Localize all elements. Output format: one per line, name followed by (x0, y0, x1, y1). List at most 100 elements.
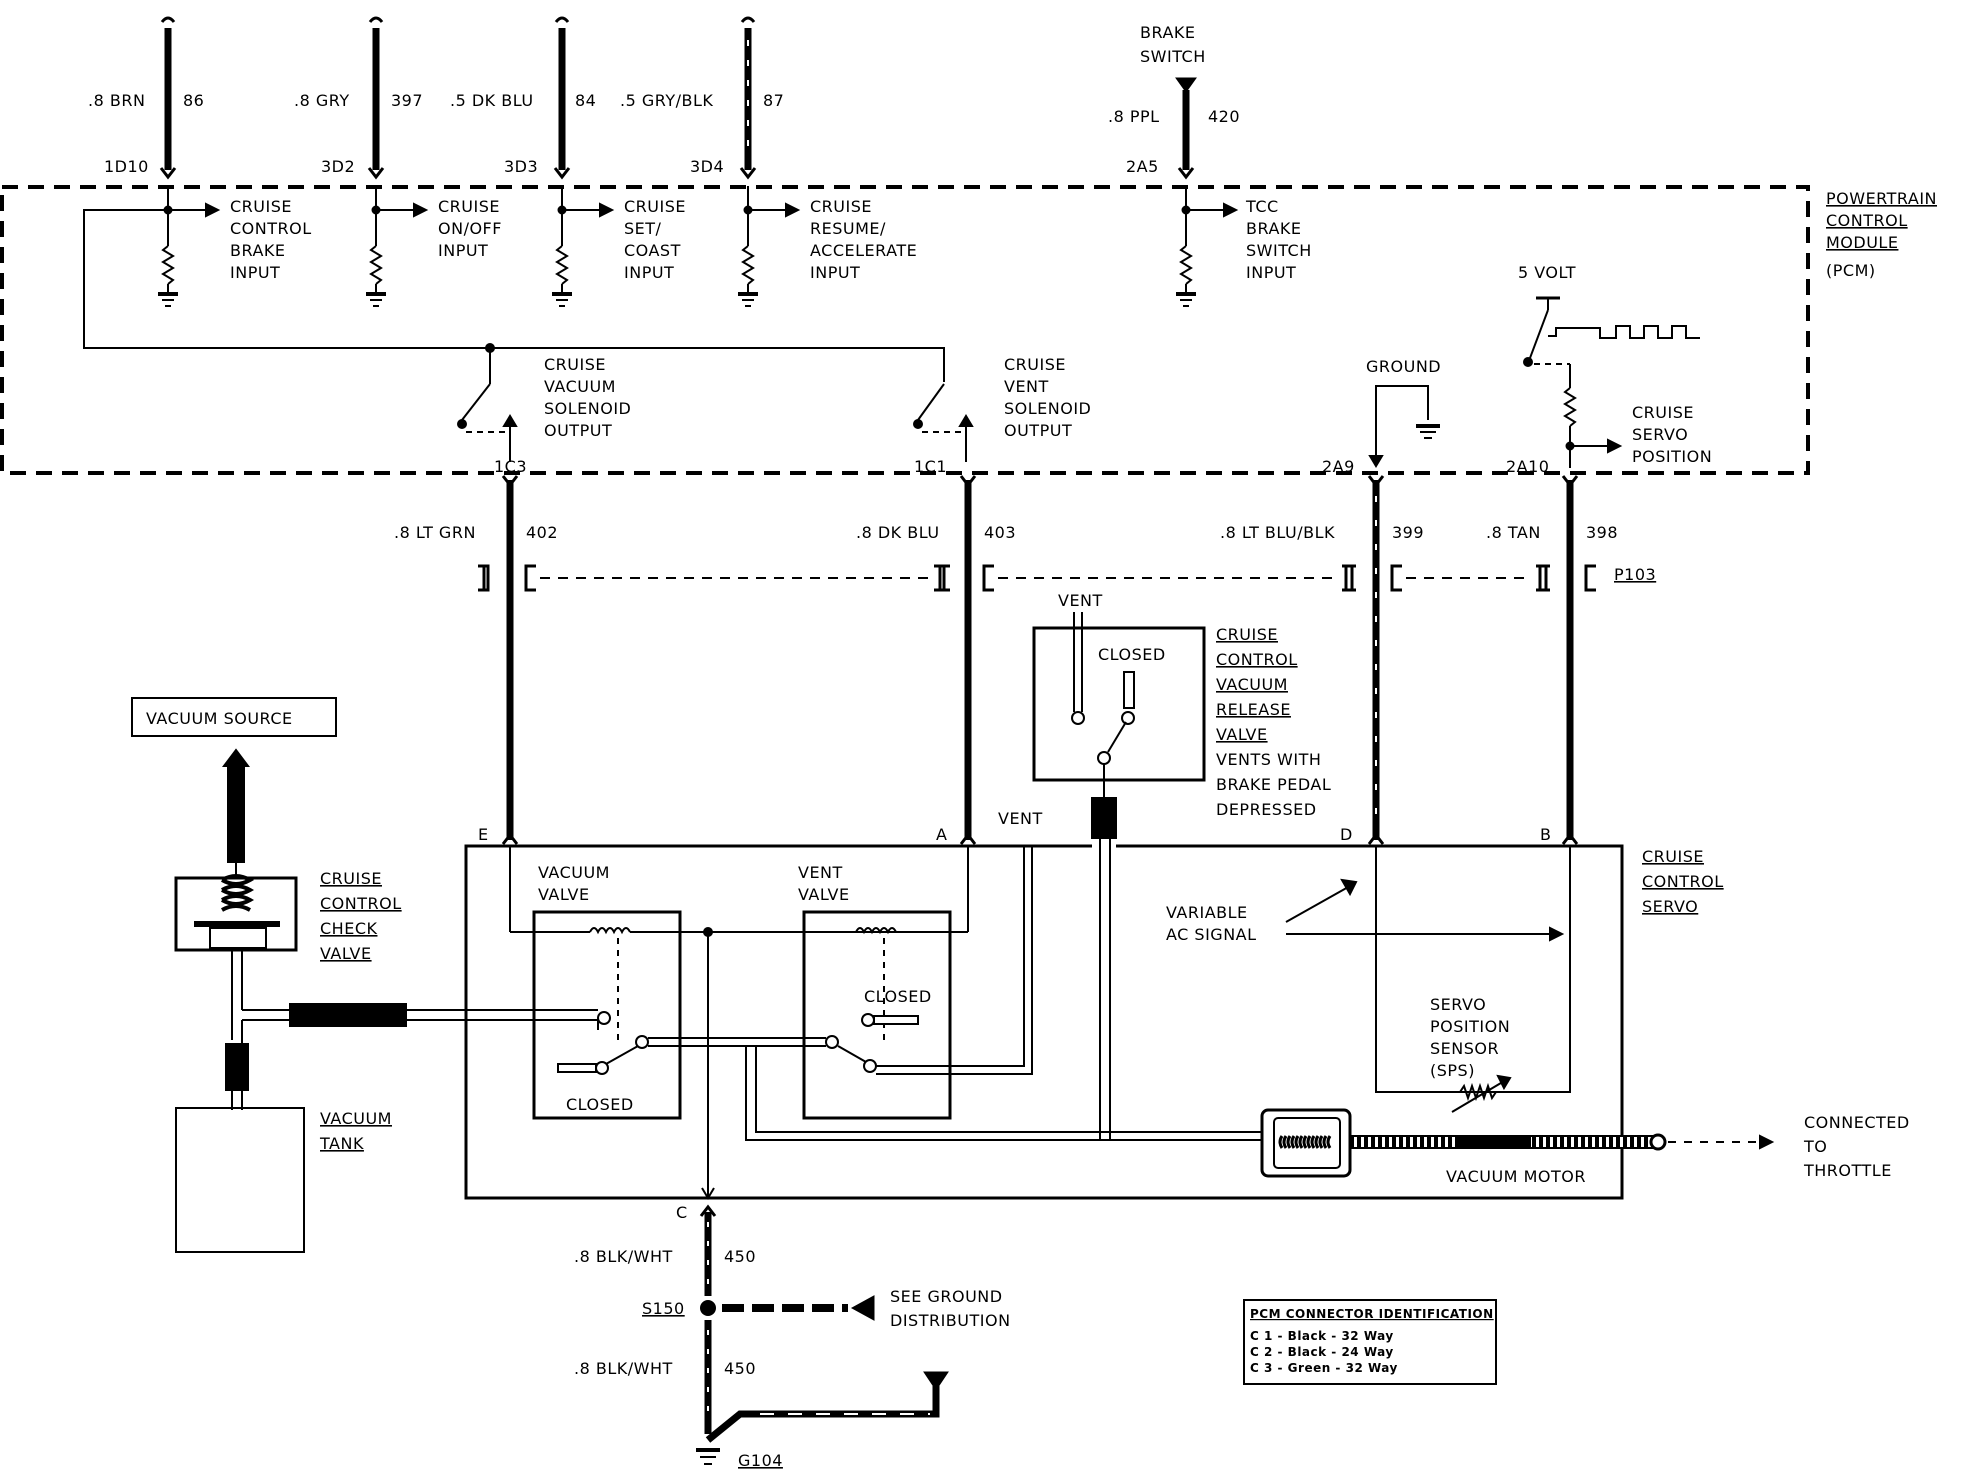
pcm-output-labels: CRUISE VACUUM SOLENOID OUTPUT CRUISE VEN… (544, 263, 1712, 466)
connector-id-row-3: C 3 - Green - 32 Way (1250, 1361, 1398, 1375)
release-valve-line-3: VACUUM (1216, 675, 1288, 694)
solenoid-switches (457, 296, 1700, 468)
wire-5-circuit: 420 (1208, 107, 1240, 126)
vacuum-valve-line-1: VACUUM (538, 863, 610, 882)
ground-wire-circuit-2: 450 (724, 1359, 756, 1378)
pcm-label-line-2: CONTROL (1826, 211, 1908, 230)
servo-label-line-1: CRUISE (1642, 847, 1704, 866)
pcm-input-labels: CRUISE CONTROL BRAKE INPUT CRUISE ON/OFF… (230, 197, 1311, 282)
release-valve-labels: VENT CLOSED CRUISE CONTROL VACUUM RELEAS… (1058, 591, 1331, 819)
five-volt-label: 5 VOLT (1518, 263, 1576, 282)
release-closed-label: CLOSED (1098, 645, 1166, 664)
bwire-3-pin: 2A9 (1322, 457, 1355, 476)
vacuum-solenoid-line-2: VACUUM (544, 377, 616, 396)
ground-wire-circuit-1: 450 (724, 1247, 756, 1266)
ground-g104: G104 (738, 1451, 783, 1470)
servo-pin-b: B (1540, 825, 1551, 844)
release-valve-line-1: CRUISE (1216, 625, 1278, 644)
wire-3-circuit: 84 (575, 91, 596, 110)
pcm-ground-label: GROUND (1366, 357, 1441, 376)
wire-5-gauge: .8 PPL (1108, 107, 1160, 126)
vacuum-release-valve (1032, 612, 1206, 1140)
servo-vent-label: VENT (998, 809, 1043, 828)
wire-1-circuit: 86 (183, 91, 204, 110)
input-4-line-2: RESUME/ (810, 219, 886, 238)
input-1-line-4: INPUT (230, 263, 280, 282)
ground-wire-gauge-1: .8 BLK/WHT (574, 1247, 673, 1266)
release-note-line-2: BRAKE PEDAL (1216, 775, 1331, 794)
input-4-line-1: CRUISE (810, 197, 872, 216)
input-5-line-2: BRAKE (1246, 219, 1302, 238)
input-circuit-3 (552, 186, 615, 307)
input-circuit-2 (366, 186, 429, 307)
vent-solenoid-line-2: VENT (1004, 377, 1049, 396)
bwire-4-pin: 2A10 (1506, 457, 1549, 476)
release-valve-line-2: CONTROL (1216, 650, 1298, 669)
wire-3-pin: 3D3 (504, 157, 538, 176)
pcm-label-line-1: POWERTRAIN (1826, 189, 1937, 208)
input-3-line-4: INPUT (624, 263, 674, 282)
vacuum-supply (131, 697, 598, 1253)
servo-position-line-2: SERVO (1632, 425, 1688, 444)
bwire-1-pin: 1C3 (494, 457, 527, 476)
servo-labels: CRUISE CONTROL SERVO VACUUM VALVE VENT V… (538, 809, 1910, 1186)
pcm-label: POWERTRAIN CONTROL MODULE (PCM) (1826, 189, 1937, 280)
throttle-line-1: CONNECTED (1804, 1113, 1910, 1132)
ground-circuit (696, 1204, 949, 1465)
pcm-label-line-3: MODULE (1826, 233, 1898, 252)
input-4-line-4: INPUT (810, 263, 860, 282)
release-note-line-1: VENTS WITH (1216, 750, 1321, 769)
vent-valve-line-1: VENT (798, 863, 843, 882)
bwire-2-gauge: .8 DK BLU (856, 523, 940, 542)
servo-position-line-1: CRUISE (1632, 403, 1694, 422)
wire-5-pin: 2A5 (1126, 157, 1159, 176)
throttle-line-3: THROTTLE (1803, 1161, 1892, 1180)
servo-pin-d: D (1340, 825, 1353, 844)
input-circuit-1 (158, 186, 221, 307)
vacuum-source-label: VACUUM SOURCE (146, 709, 293, 728)
brake-switch-line-2: SWITCH (1140, 47, 1206, 66)
see-ground-line-2: DISTRIBUTION (890, 1311, 1011, 1330)
sps-line-1: SERVO (1430, 995, 1486, 1014)
variable-ac-line-2: AC SIGNAL (1166, 925, 1257, 944)
servo-position-line-3: POSITION (1632, 447, 1712, 466)
bwire-1-circuit: 402 (526, 523, 558, 542)
vacuum-valve-line-2: VALVE (538, 885, 590, 904)
top-wire-labels: .8 BRN 86 1D10 .8 GRY 397 3D2 .5 DK BLU … (88, 23, 1240, 176)
wire-2-gauge: .8 GRY (294, 91, 350, 110)
input-1-line-3: BRAKE (230, 241, 286, 260)
input-3-line-2: SET/ (624, 219, 662, 238)
wire-2-circuit: 397 (391, 91, 423, 110)
wire-4-gauge: .5 GRY/BLK (620, 91, 713, 110)
check-valve-line-2: CONTROL (320, 894, 402, 913)
cruise-control-servo (464, 844, 1775, 1200)
input-2-line-2: ON/OFF (438, 219, 502, 238)
sps-line-4: (SPS) (1430, 1061, 1475, 1080)
input-2-line-1: CRUISE (438, 197, 500, 216)
throttle-line-2: TO (1803, 1137, 1827, 1156)
connector-id-row-1: C 1 - Black - 32 Way (1250, 1329, 1394, 1343)
vent-solenoid-line-1: CRUISE (1004, 355, 1066, 374)
vacuum-supply-labels: VACUUM SOURCE CRUISE CONTROL CHECK VALVE… (146, 709, 402, 1153)
vacuum-motor-label: VACUUM MOTOR (1446, 1167, 1586, 1186)
input-4-line-3: ACCELERATE (810, 241, 917, 260)
splice-s150: S150 (642, 1299, 685, 1318)
vacuum-tank-line-2: TANK (319, 1134, 364, 1153)
wire-4-pin: 3D4 (690, 157, 724, 176)
vacuum-solenoid-line-3: SOLENOID (544, 399, 631, 418)
servo-pin-a: A (936, 825, 947, 844)
vacuum-solenoid-line-4: OUTPUT (544, 421, 612, 440)
bwire-1-gauge: .8 LT GRN (394, 523, 476, 542)
pcm-label-line-4: (PCM) (1826, 261, 1876, 280)
bwire-2-circuit: 403 (984, 523, 1016, 542)
vacuum-tank-line-1: VACUUM (320, 1109, 392, 1128)
pcm-boundary (0, 185, 1810, 475)
bwire-2-pin: 1C1 (914, 457, 947, 476)
check-valve-line-1: CRUISE (320, 869, 382, 888)
variable-ac-line-1: VARIABLE (1166, 903, 1248, 922)
bwire-4-circuit: 398 (1586, 523, 1618, 542)
vacuum-valve-closed: CLOSED (566, 1095, 634, 1114)
vent-solenoid-line-3: SOLENOID (1004, 399, 1091, 418)
